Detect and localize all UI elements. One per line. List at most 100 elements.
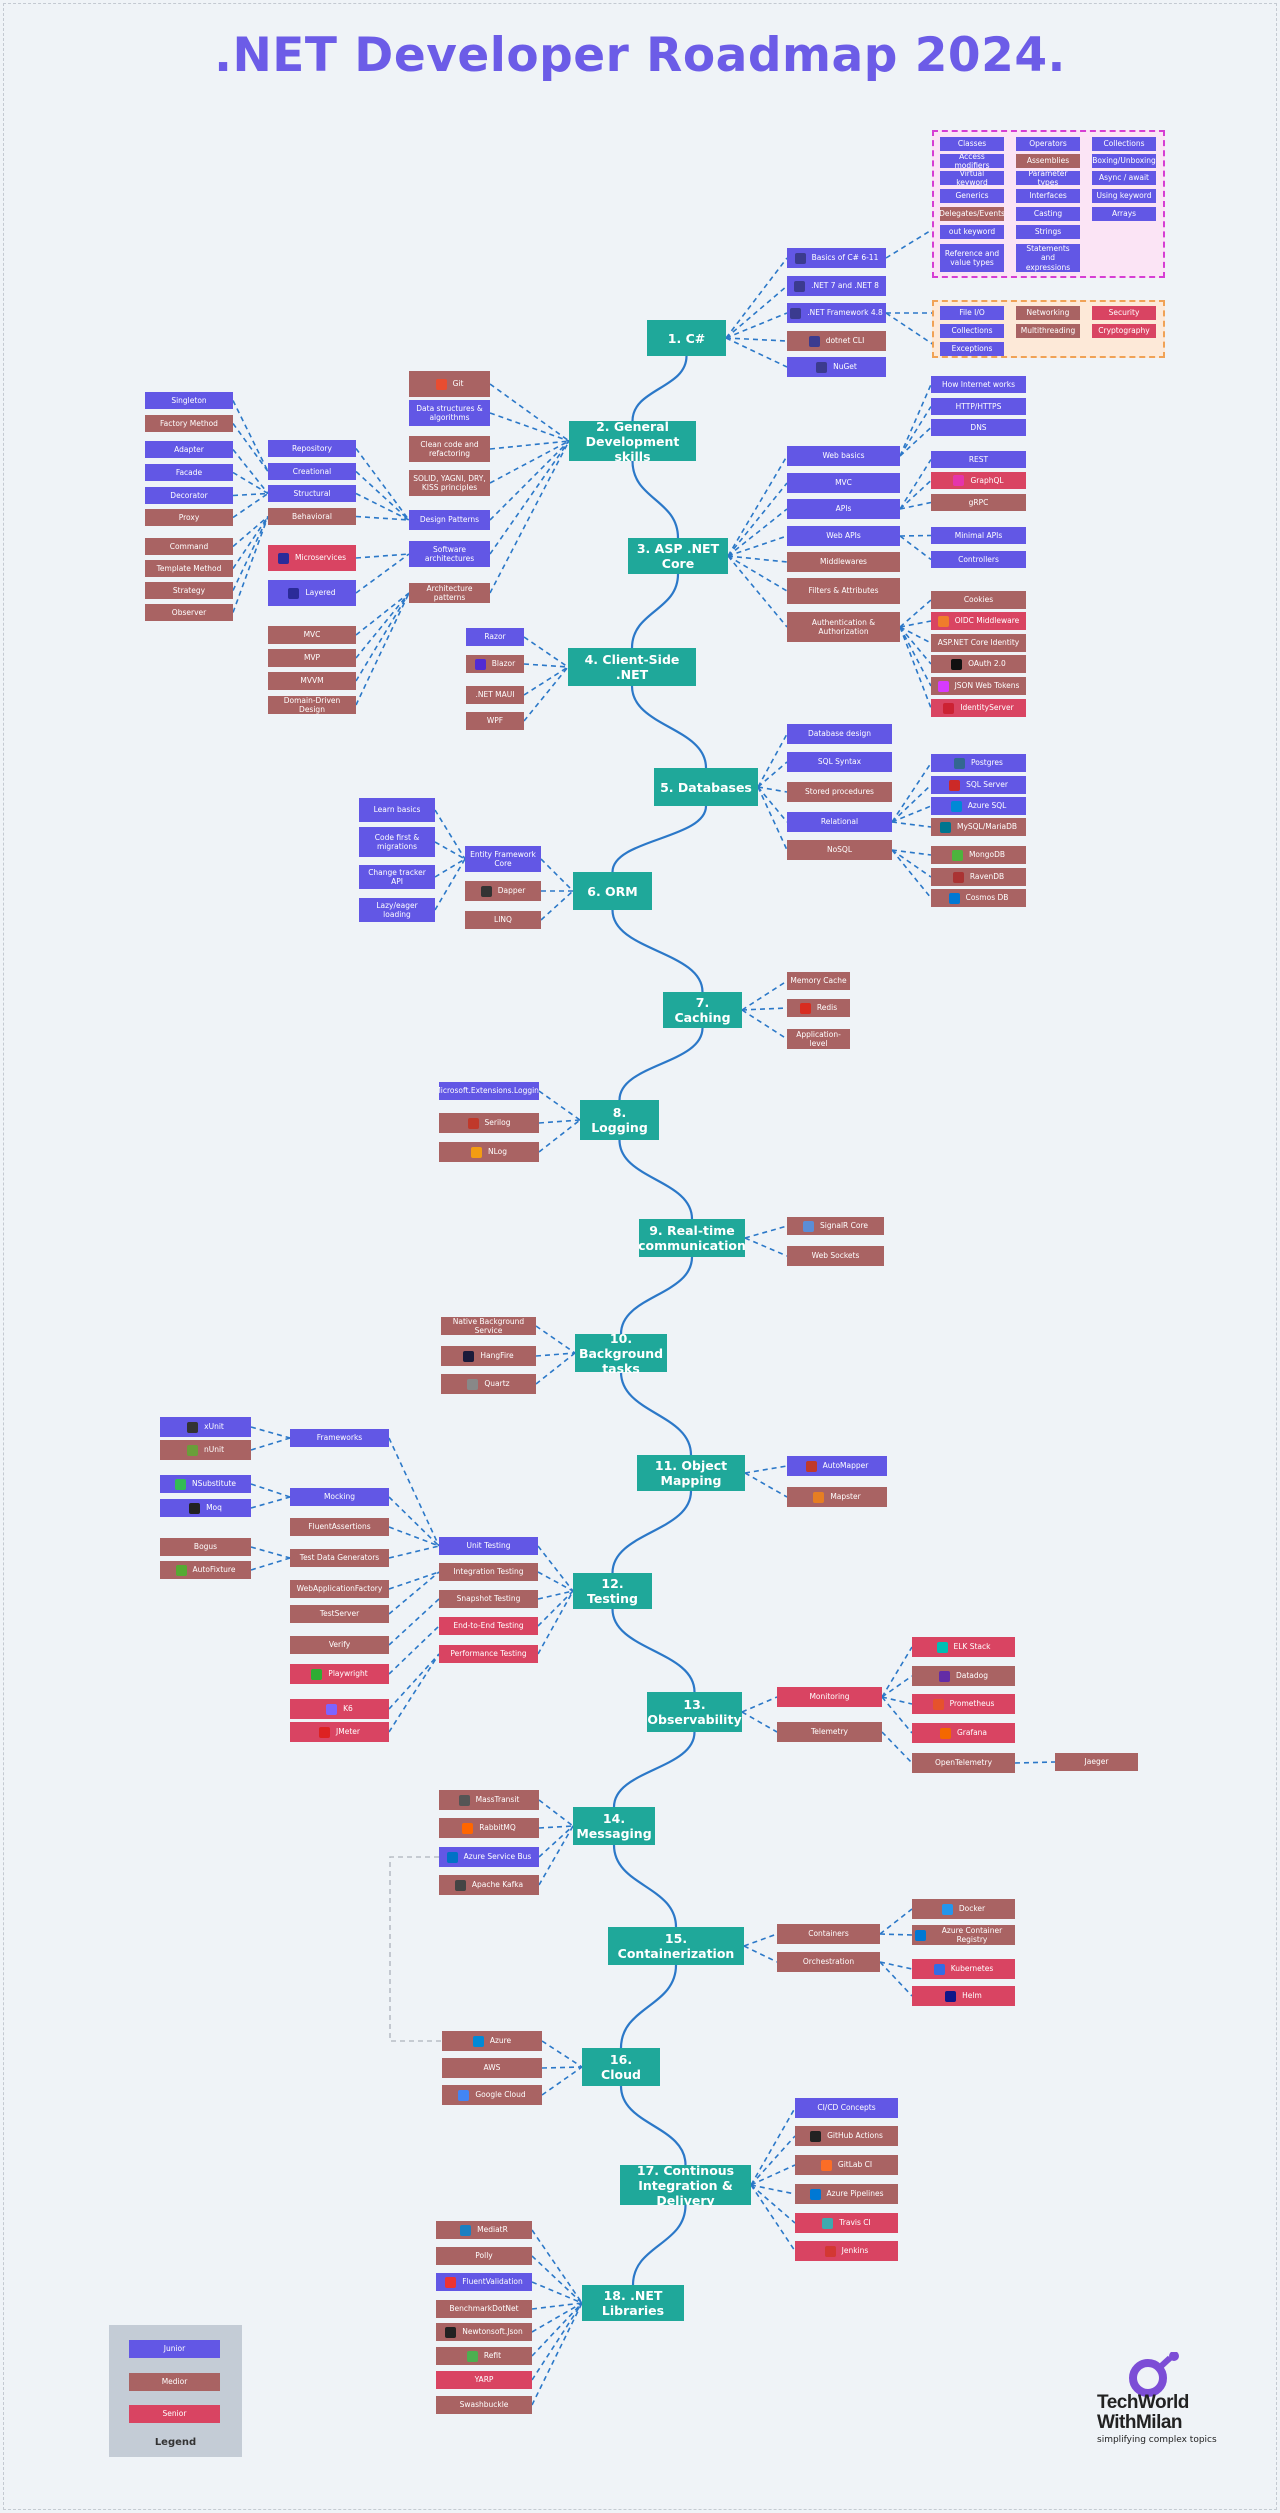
node-lazy-eager-loading[interactable]: Lazy/eager loading — [359, 898, 435, 922]
node-mongodb[interactable]: MongoDB — [931, 846, 1026, 864]
node-multithreading[interactable]: Multithreading — [1016, 324, 1080, 338]
node-design-patterns[interactable]: Design Patterns — [409, 510, 490, 530]
node-end-to-end-testing[interactable]: End-to-End Testing — [439, 1617, 538, 1635]
node-assemblies[interactable]: Assemblies — [1016, 154, 1080, 168]
main-node-15-containerization[interactable]: 15. Containerization — [608, 1927, 744, 1965]
node-jmeter[interactable]: JMeter — [290, 1722, 389, 1742]
node-swashbuckle[interactable]: Swashbuckle — [436, 2396, 532, 2414]
node-delegates-events[interactable]: Delegates/Events — [940, 207, 1004, 221]
node-mysql-mariadb[interactable]: MySQL/MariaDB — [931, 818, 1026, 836]
node-native-background-service[interactable]: Native Background Service — [441, 1317, 536, 1335]
node-memory-cache[interactable]: Memory Cache — [787, 972, 850, 990]
node-performance-testing[interactable]: Performance Testing — [439, 1645, 538, 1663]
node-arrays[interactable]: Arrays — [1092, 207, 1156, 221]
node-aws[interactable]: AWS — [442, 2058, 542, 2078]
node-azure-sql[interactable]: Azure SQL — [931, 797, 1026, 815]
node-mapster[interactable]: Mapster — [787, 1487, 887, 1507]
node-virtual-keyword[interactable]: Virtual keyword — [940, 171, 1004, 185]
node-minimal-apis[interactable]: Minimal APIs — [931, 527, 1026, 544]
node-net-7-and-net-8[interactable]: .NET 7 and .NET 8 — [787, 276, 886, 296]
node-dns[interactable]: DNS — [931, 419, 1026, 436]
node-layered[interactable]: Layered — [268, 580, 356, 606]
node-autofixture[interactable]: AutoFixture — [160, 1561, 251, 1579]
node-clean-code-and-refactoring[interactable]: Clean code and refactoring — [409, 436, 490, 462]
node-casting[interactable]: Casting — [1016, 207, 1080, 221]
node-factory-method[interactable]: Factory Method — [145, 415, 233, 432]
node-rest[interactable]: REST — [931, 451, 1026, 468]
node-change-tracker-api[interactable]: Change tracker API — [359, 865, 435, 889]
node-grpc[interactable]: gRPC — [931, 494, 1026, 511]
node-domain-driven-design[interactable]: Domain-Driven Design — [268, 696, 356, 714]
node-asp-net-core-identity[interactable]: ASP.NET Core Identity — [931, 634, 1026, 652]
node-structural[interactable]: Structural — [268, 485, 356, 502]
node-http-https[interactable]: HTTP/HTTPS — [931, 398, 1026, 415]
node-relational[interactable]: Relational — [787, 812, 892, 832]
node-grafana[interactable]: Grafana — [912, 1723, 1015, 1743]
node-microsoft-extensions-logging[interactable]: Microsoft.Extensions.Logging — [439, 1082, 539, 1100]
node-oidc-middleware[interactable]: OIDC Middleware — [931, 612, 1026, 630]
main-node-11-object-mapping[interactable]: 11. Object Mapping — [637, 1455, 745, 1491]
node-k6[interactable]: K6 — [290, 1699, 389, 1719]
node-cookies[interactable]: Cookies — [931, 591, 1026, 609]
node-proxy[interactable]: Proxy — [145, 509, 233, 526]
node-playwright[interactable]: Playwright — [290, 1664, 389, 1684]
node-graphql[interactable]: GraphQL — [931, 472, 1026, 489]
main-node-16-cloud[interactable]: 16. Cloud — [582, 2048, 660, 2086]
node-opentelemetry[interactable]: OpenTelemetry — [912, 1753, 1015, 1773]
node-github-actions[interactable]: GitHub Actions — [795, 2126, 898, 2146]
node-classes[interactable]: Classes — [940, 137, 1004, 151]
node-adapter[interactable]: Adapter — [145, 441, 233, 458]
node-architecture-patterns[interactable]: Architecture patterns — [409, 583, 490, 603]
node-git[interactable]: Git — [409, 371, 490, 397]
node-cryptography[interactable]: Cryptography — [1092, 324, 1156, 338]
node-web-basics[interactable]: Web basics — [787, 446, 900, 466]
node-testserver[interactable]: TestServer — [290, 1605, 389, 1623]
node-controllers[interactable]: Controllers — [931, 551, 1026, 568]
node-moq[interactable]: Moq — [160, 1499, 251, 1517]
node-collections[interactable]: Collections — [940, 324, 1004, 338]
main-node-13-observability[interactable]: 13. Observability — [647, 1692, 742, 1732]
node-behavioral[interactable]: Behavioral — [268, 508, 356, 525]
node-net-maui[interactable]: .NET MAUI — [466, 686, 524, 704]
node-web-sockets[interactable]: Web Sockets — [787, 1246, 884, 1266]
node-parameter-types[interactable]: Parameter types — [1016, 171, 1080, 185]
main-node-12-testing[interactable]: 12. Testing — [573, 1573, 652, 1609]
node-strings[interactable]: Strings — [1016, 225, 1080, 239]
node-mvp[interactable]: MVP — [268, 649, 356, 667]
node-yarp[interactable]: YARP — [436, 2371, 532, 2389]
node-gitlab-ci[interactable]: GitLab CI — [795, 2155, 898, 2175]
node-postgres[interactable]: Postgres — [931, 754, 1026, 772]
node-refit[interactable]: Refit — [436, 2347, 532, 2365]
node-code-first-migrations[interactable]: Code first & migrations — [359, 827, 435, 857]
node-azure-service-bus[interactable]: Azure Service Bus — [439, 1847, 539, 1867]
node-generics[interactable]: Generics — [940, 189, 1004, 203]
node-networking[interactable]: Networking — [1016, 306, 1080, 320]
node-jaeger[interactable]: Jaeger — [1055, 1753, 1138, 1771]
main-node-8-logging[interactable]: 8. Logging — [580, 1100, 659, 1140]
node-datadog[interactable]: Datadog — [912, 1666, 1015, 1686]
node-sql-syntax[interactable]: SQL Syntax — [787, 752, 892, 772]
node-razor[interactable]: Razor — [466, 628, 524, 646]
node-strategy[interactable]: Strategy — [145, 582, 233, 599]
main-node-9-real-time-communication[interactable]: 9. Real-time communication — [638, 1219, 746, 1257]
node-azure-container-registry[interactable]: Azure Container Registry — [912, 1925, 1015, 1945]
main-node-10-background-tasks[interactable]: 10. Background tasks — [575, 1331, 667, 1376]
node-cosmos-db[interactable]: Cosmos DB — [931, 889, 1026, 907]
node-entity-framework-core[interactable]: Entity Framework Core — [465, 846, 541, 872]
node-newtonsoft-json[interactable]: Newtonsoft.Json — [436, 2323, 532, 2341]
node-webapplicationfactory[interactable]: WebApplicationFactory — [290, 1580, 389, 1598]
node-collections[interactable]: Collections — [1092, 137, 1156, 151]
node-snapshot-testing[interactable]: Snapshot Testing — [439, 1590, 538, 1608]
node-nsubstitute[interactable]: NSubstitute — [160, 1475, 251, 1493]
main-node-7-caching[interactable]: 7. Caching — [663, 992, 742, 1028]
node-boxing-unboxing[interactable]: Boxing/Unboxing — [1092, 154, 1156, 168]
node-async-await[interactable]: Async / await — [1092, 171, 1156, 185]
node-linq[interactable]: LINQ — [465, 911, 541, 929]
main-node-17-continous-integration-delivery[interactable]: 17. Continous Integration & Delivery — [620, 2163, 751, 2208]
node-database-design[interactable]: Database design — [787, 724, 892, 744]
main-node-14-messaging[interactable]: 14. Messaging — [573, 1807, 655, 1845]
node-apache-kafka[interactable]: Apache Kafka — [439, 1875, 539, 1895]
node-operators[interactable]: Operators — [1016, 137, 1080, 151]
node-monitoring[interactable]: Monitoring — [777, 1687, 882, 1707]
node-rabbitmq[interactable]: RabbitMQ — [439, 1818, 539, 1838]
